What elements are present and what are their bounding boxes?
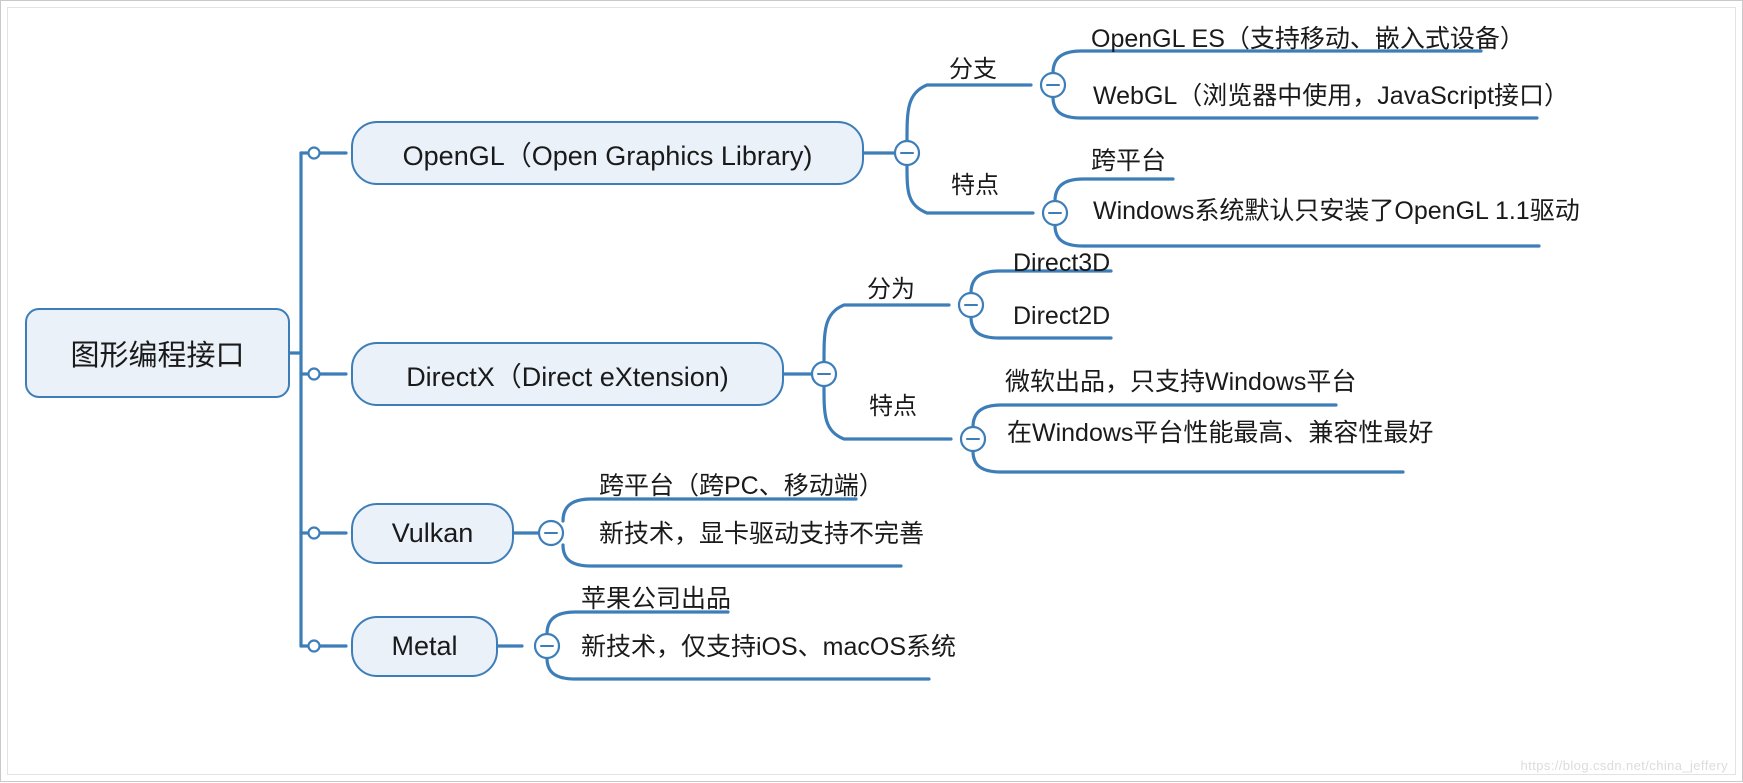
branch-node-directx-label: DirectX（Direct eXtension): [406, 361, 729, 392]
leaf-metal-new-tech[interactable]: 新技术，仅支持iOS、macOS系统: [581, 633, 957, 661]
branch-node-opengl[interactable]: OpenGL（Open Graphics Library): [351, 121, 864, 185]
branch-node-metal-label: Metal: [391, 631, 458, 661]
leaf-direct2d[interactable]: Direct2D: [1013, 302, 1111, 330]
group-label-opengl-branches: 分支: [949, 56, 997, 83]
leaf-vulkan-new-tech[interactable]: 新技术，显卡驱动支持不完善: [599, 520, 925, 548]
leaf-directx-best-performance[interactable]: 在Windows平台性能最高、兼容性最好: [1007, 419, 1434, 447]
branch-node-metal[interactable]: Metal: [351, 616, 498, 677]
branch-node-vulkan-label: Vulkan: [391, 518, 474, 548]
branch-node-directx[interactable]: DirectX（Direct eXtension): [351, 342, 784, 406]
group-label-opengl-features: 特点: [951, 172, 999, 199]
leaf-opengl-crossplatform[interactable]: 跨平台: [1091, 147, 1167, 175]
group-label-directx-features: 特点: [869, 393, 917, 420]
leaf-vulkan-crossplatform[interactable]: 跨平台（跨PC、移动端）: [599, 472, 884, 500]
root-node-label: 图形编程接口: [70, 340, 245, 372]
branch-node-vulkan[interactable]: Vulkan: [351, 503, 514, 564]
leaf-directx-microsoft-only-windows[interactable]: 微软出品，只支持Windows平台: [1005, 368, 1357, 396]
leaf-metal-apple[interactable]: 苹果公司出品: [581, 585, 732, 613]
branch-node-opengl-label: OpenGL（Open Graphics Library): [402, 140, 813, 171]
leaf-direct3d[interactable]: Direct3D: [1013, 249, 1111, 277]
leaf-opengl-es[interactable]: OpenGL ES（支持移动、嵌入式设备）: [1091, 25, 1525, 53]
root-node[interactable]: 图形编程接口: [25, 308, 290, 398]
group-label-directx-types: 分为: [867, 276, 915, 303]
watermark: https://blog.csdn.net/china_jeffery: [1520, 758, 1728, 773]
leaf-webgl[interactable]: WebGL（浏览器中使用，JavaScript接口）: [1093, 82, 1570, 110]
leaf-opengl-windows-driver[interactable]: Windows系统默认只安装了OpenGL 1.1驱动: [1093, 197, 1580, 225]
